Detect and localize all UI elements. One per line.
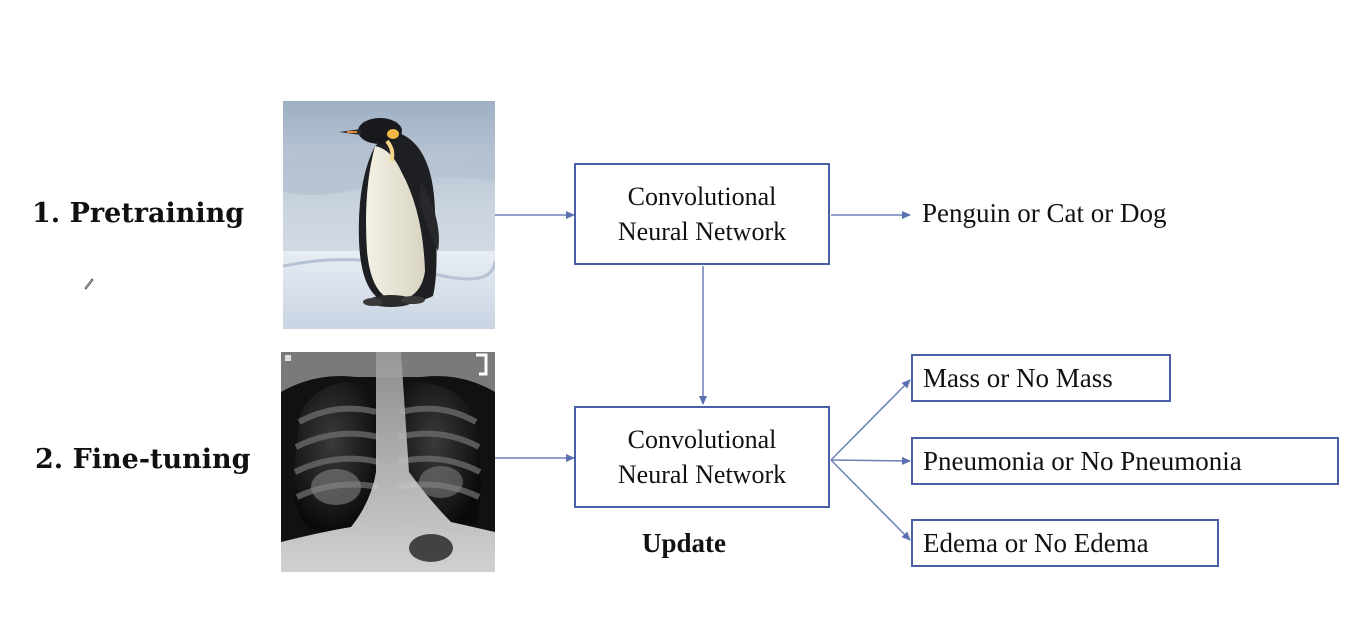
cnn-box-pretraining-line1: Convolutional [627, 182, 777, 211]
output-box-pneumonia-label: Pneumonia or No Pneumonia [923, 445, 1242, 476]
finetuning-label: 2. Fine-tuning [35, 444, 251, 475]
pencil-mark-icon [84, 278, 94, 290]
cnn-box-finetuning-line1: Convolutional [627, 425, 777, 454]
cnn-box-finetuning-line2: Neural Network [617, 460, 787, 489]
arrow-cnn-to-edema [830, 459, 911, 541]
update-label: Update [642, 528, 727, 558]
output-box-edema: Edema or No Edema [911, 519, 1219, 567]
cnn-box-finetuning: Convolutional Neural Network [574, 406, 830, 508]
output-box-mass-label: Mass or No Mass [923, 362, 1113, 393]
arrow-cnn-to-mass [830, 379, 911, 461]
output-box-mass: Mass or No Mass [911, 354, 1171, 402]
output-box-pneumonia: Pneumonia or No Pneumonia [911, 437, 1339, 485]
penguin-image [283, 101, 495, 329]
xray-image [281, 352, 495, 572]
pretrain-output-label: Penguin or Cat or Dog [922, 198, 1167, 228]
output-box-edema-label: Edema or No Edema [923, 527, 1149, 558]
cnn-box-pretraining: Convolutional Neural Network [574, 163, 830, 265]
pretraining-label: 1. Pretraining [32, 198, 245, 229]
arrow-cnn-to-pneumonia [830, 456, 911, 465]
cnn-box-pretraining-line2: Neural Network [617, 217, 787, 246]
